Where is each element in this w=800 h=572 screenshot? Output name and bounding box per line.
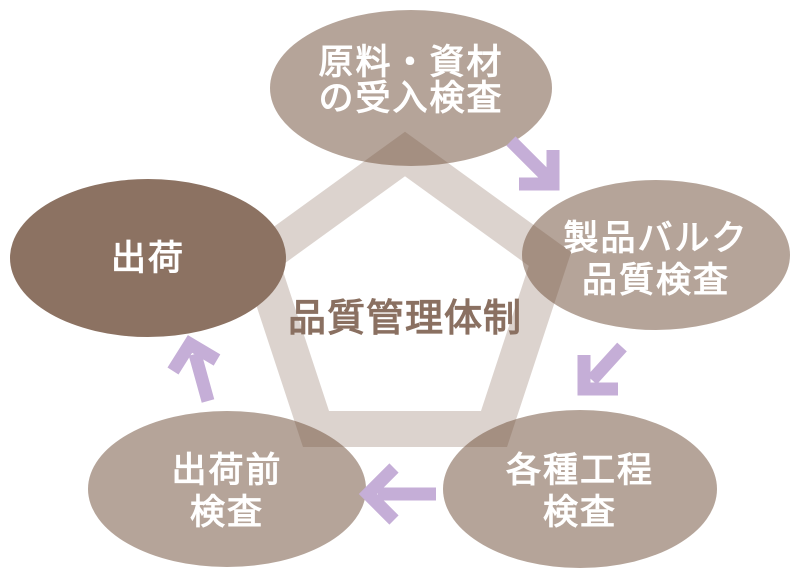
node-ellipse-process-inspections xyxy=(443,410,717,568)
label-process-inspections-line1: 各種工程 xyxy=(505,450,654,490)
node-ellipse-bulk-quality-inspection xyxy=(522,180,790,330)
pentagon-band xyxy=(238,131,572,447)
label-pre-shipment-inspection-line1: 出荷前 xyxy=(171,451,282,490)
label-pre-shipment-inspection-line2: 検査 xyxy=(190,493,264,532)
label-process-inspections-line2: 検査 xyxy=(543,493,617,532)
arrow-down-right-icon xyxy=(506,136,560,191)
arrow-left-icon xyxy=(358,463,436,525)
arrow-down-left-icon xyxy=(577,342,627,396)
diagram-title: 品質管理体制 xyxy=(288,298,522,340)
node-ellipse-shipment xyxy=(10,179,286,337)
label-shipment: 出荷 xyxy=(111,239,185,278)
label-bulk-quality-inspection-line1: 製品バルク xyxy=(563,219,748,258)
arrow-up-icon xyxy=(167,335,221,403)
node-ellipse-pre-shipment-inspection xyxy=(88,411,366,567)
node-ellipse-incoming-inspection xyxy=(270,10,552,166)
label-bulk-quality-inspection-line2: 品質検査 xyxy=(582,261,730,300)
label-incoming-inspection-line1: 原料・資材 xyxy=(318,43,503,82)
label-incoming-inspection-line2: の受入検査 xyxy=(318,79,503,118)
